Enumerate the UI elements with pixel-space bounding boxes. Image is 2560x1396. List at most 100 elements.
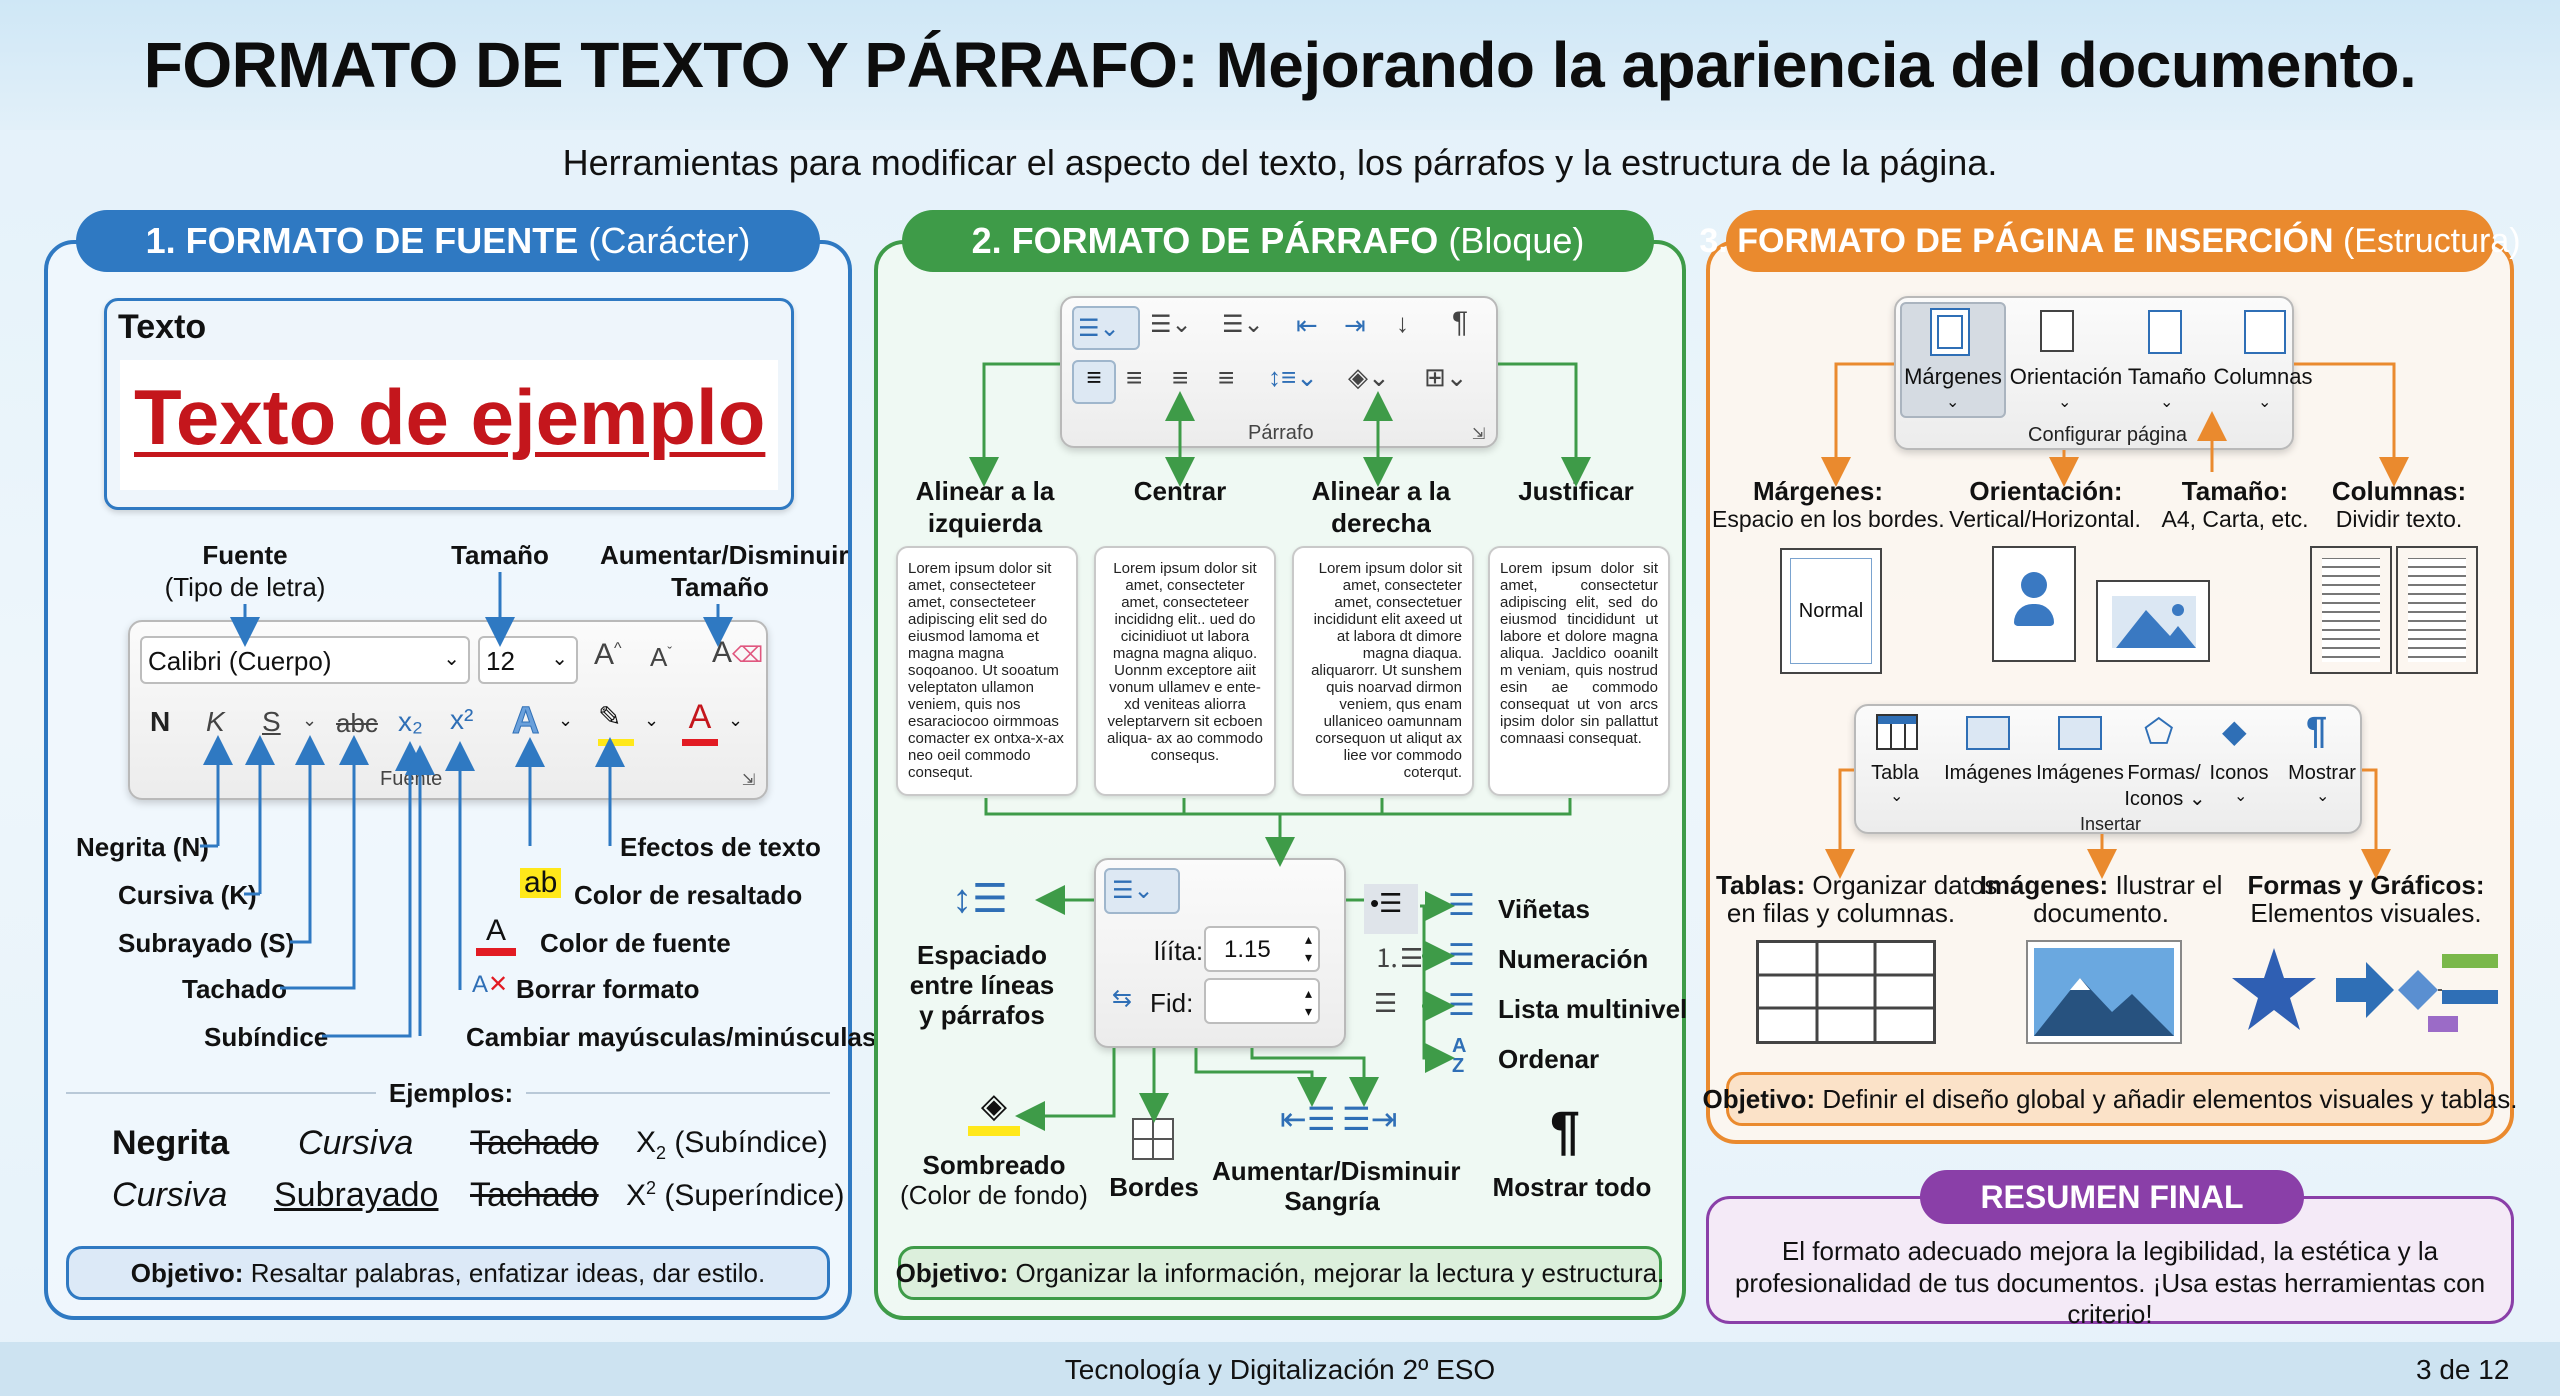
label-shading-2: (Color de fondo): [900, 1180, 1088, 1210]
panel-font-title-bold: 1. FORMATO DE FUENTE: [145, 220, 579, 261]
chevron-down-icon[interactable]: ⌄: [302, 710, 318, 730]
icons-icon[interactable]: ◆: [2222, 713, 2247, 749]
underline-button[interactable]: S: [262, 706, 281, 737]
label-font-sub: (Tipo de letra): [164, 572, 326, 602]
increase-indent-icon[interactable]: ⇥: [1344, 310, 1366, 340]
text-preview-canvas: [120, 360, 778, 490]
summary-line1: El formato adecuado mejora la legibilida…: [1781, 1236, 2439, 1266]
label-align-right-1: Alinear a la: [1311, 476, 1451, 506]
align-left-button[interactable]: ≡: [1072, 360, 1116, 404]
panel-font-title: 1. FORMATO DE FUENTE (Carácter): [76, 210, 820, 272]
shading-icon[interactable]: ◈⌄: [1348, 362, 1390, 392]
line-spacing-input[interactable]: 1.15 ▴▾: [1204, 926, 1320, 972]
chevron-down-icon[interactable]: ⌄: [644, 710, 660, 730]
label-highlight-color: Color de resaltado: [574, 880, 803, 910]
spinner-icon[interactable]: ▴▾: [1304, 931, 1312, 965]
label-images-desc1: Ilustrar el: [2115, 870, 2223, 900]
page-item-size[interactable]: Tamaño: [2127, 364, 2207, 389]
objective-page-label: Objetivo:: [1702, 1083, 1816, 1114]
dialog-launcher-icon[interactable]: ⇲: [742, 772, 756, 789]
multilevel-icon[interactable]: ☰⌄: [1222, 311, 1264, 338]
online-image-icon[interactable]: [2058, 716, 2102, 750]
chevron-down-icon[interactable]: ⌄: [2234, 788, 2248, 805]
chevron-down-icon[interactable]: ⌄: [1946, 394, 1960, 411]
increase-indent-big-icon: ☰⇥: [1342, 1101, 1398, 1137]
objective-page: Objetivo: Definir el diseño global y aña…: [1702, 1072, 2518, 1126]
label-align-left-1: Alinear a la: [915, 476, 1055, 506]
shrink-font-icon[interactable]: Aˇ: [650, 642, 673, 672]
page-item-margins[interactable]: Márgenes: [1904, 364, 2002, 389]
list-style-button[interactable]: ☰⌄: [1104, 868, 1180, 914]
dialog-launcher-icon[interactable]: ⇲: [1472, 426, 1486, 443]
font-size-dropdown[interactable]: 12 ⌄: [478, 636, 578, 684]
label-spacing-1: Espaciado: [916, 940, 1048, 970]
page-item-orientation[interactable]: Orientación: [2009, 364, 2123, 389]
example-bold: Negrita: [112, 1124, 230, 1162]
highlight-icon[interactable]: ✎: [598, 700, 634, 746]
chevron-down-icon[interactable]: ⌄: [2258, 394, 2272, 411]
label-indent-1: Aumentar/Disminuir: [1212, 1156, 1461, 1186]
numbering-icon[interactable]: ☰⌄: [1150, 311, 1192, 338]
superscript-button[interactable]: x²: [450, 704, 474, 735]
chevron-down-icon[interactable]: ⌄: [2160, 394, 2174, 411]
align-right-icon[interactable]: ≡: [1172, 362, 1189, 393]
table-icon[interactable]: [1876, 714, 1918, 750]
label-images: Imágenes: Ilustrar el: [1976, 870, 2226, 901]
insert-item-online-images[interactable]: Imágenes: [2036, 762, 2124, 784]
shapes-graphic: [2232, 948, 2498, 1032]
pilcrow-icon[interactable]: ¶: [1452, 306, 1469, 339]
insert-item-show[interactable]: Mostrar: [2288, 762, 2356, 784]
shapes-icon[interactable]: ⬠: [2144, 713, 2174, 751]
footer: [0, 1342, 2560, 1396]
spinner-icon[interactable]: ▴▾: [1304, 985, 1312, 1019]
italic-button[interactable]: K: [206, 706, 225, 737]
sort-icon[interactable]: ↓: [1396, 308, 1409, 338]
justify-icon[interactable]: ≡: [1218, 362, 1235, 393]
decrease-indent-icon[interactable]: ⇤: [1296, 310, 1318, 340]
label-justify: Justificar: [1518, 476, 1634, 506]
chevron-down-icon[interactable]: ⌄: [558, 710, 574, 730]
example-superscript-note: (Superíndice): [664, 1179, 845, 1212]
insert-item-table[interactable]: Tabla: [1871, 762, 1919, 784]
chevron-down-icon[interactable]: ⌄: [2316, 788, 2330, 805]
insert-item-images[interactable]: Imágenes: [1944, 762, 2032, 784]
insert-item-icons[interactable]: Iconos: [2209, 762, 2269, 784]
grow-font-icon[interactable]: A^: [594, 638, 622, 671]
subscript-button[interactable]: x₂: [398, 706, 423, 737]
clear-format-icon[interactable]: A⌫: [712, 636, 764, 669]
label-size: Tamaño:: [2181, 476, 2289, 506]
bullets-button[interactable]: ☰⌄: [1072, 306, 1140, 350]
label-margins-desc: Espacio en los bordes.: [1712, 506, 1945, 532]
image-icon[interactable]: [1966, 716, 2010, 750]
insert-item-shapes[interactable]: Formas/: [2127, 762, 2201, 784]
text-effects-icon[interactable]: A: [511, 700, 540, 743]
label-orientation: Orientación:: [1969, 476, 2123, 506]
margins-icon: [1930, 308, 1970, 356]
page-item-columns[interactable]: Columnas: [2213, 364, 2313, 389]
strikethrough-button[interactable]: abc: [336, 708, 378, 738]
lorem-justify: Lorem ipsum dolor sit amet, consectetur …: [1488, 546, 1670, 796]
show-pilcrow-icon[interactable]: ¶: [2306, 710, 2328, 752]
chevron-down-icon[interactable]: ⌄: [2058, 394, 2072, 411]
label-columns: Columnas:: [2331, 476, 2467, 506]
bold-button[interactable]: N: [150, 706, 171, 737]
chevron-down-icon[interactable]: ⌄: [728, 710, 744, 730]
label-clear-format: Borrar formato: [516, 974, 700, 1004]
align-center-icon[interactable]: ≡: [1126, 362, 1143, 393]
label-align-right-2: derecha: [1331, 508, 1431, 538]
label-size-desc: A4, Carta, etc.: [2161, 506, 2309, 532]
borders-icon[interactable]: ⊞⌄: [1424, 362, 1468, 392]
panel-page-title-bold: 3. FORMATO DE PÁGINA E INSERCIÓN: [1699, 221, 2334, 260]
font-family-dropdown[interactable]: Calibri (Cuerpo) ⌄: [140, 636, 470, 684]
insert-item-shapes-sub[interactable]: Iconos ⌄: [2124, 788, 2206, 810]
line-spacing-icon[interactable]: ↕≡⌄: [1268, 362, 1318, 392]
chevron-down-icon[interactable]: ⌄: [1890, 788, 1904, 805]
label-borders: Bordes: [1109, 1172, 1199, 1202]
label-shading-1: Sombreado: [922, 1150, 1066, 1180]
fid-input[interactable]: ▴▾: [1204, 978, 1320, 1024]
label-tables-title: Tablas:: [1716, 870, 1806, 900]
insert-item-shapes-sub-label: Iconos: [2124, 788, 2184, 810]
objective-font-text: Resaltar palabras, enfatizar ideas, dar …: [250, 1257, 766, 1288]
font-color-icon[interactable]: A: [682, 698, 718, 746]
margin-preview-label: Normal: [1798, 600, 1864, 622]
